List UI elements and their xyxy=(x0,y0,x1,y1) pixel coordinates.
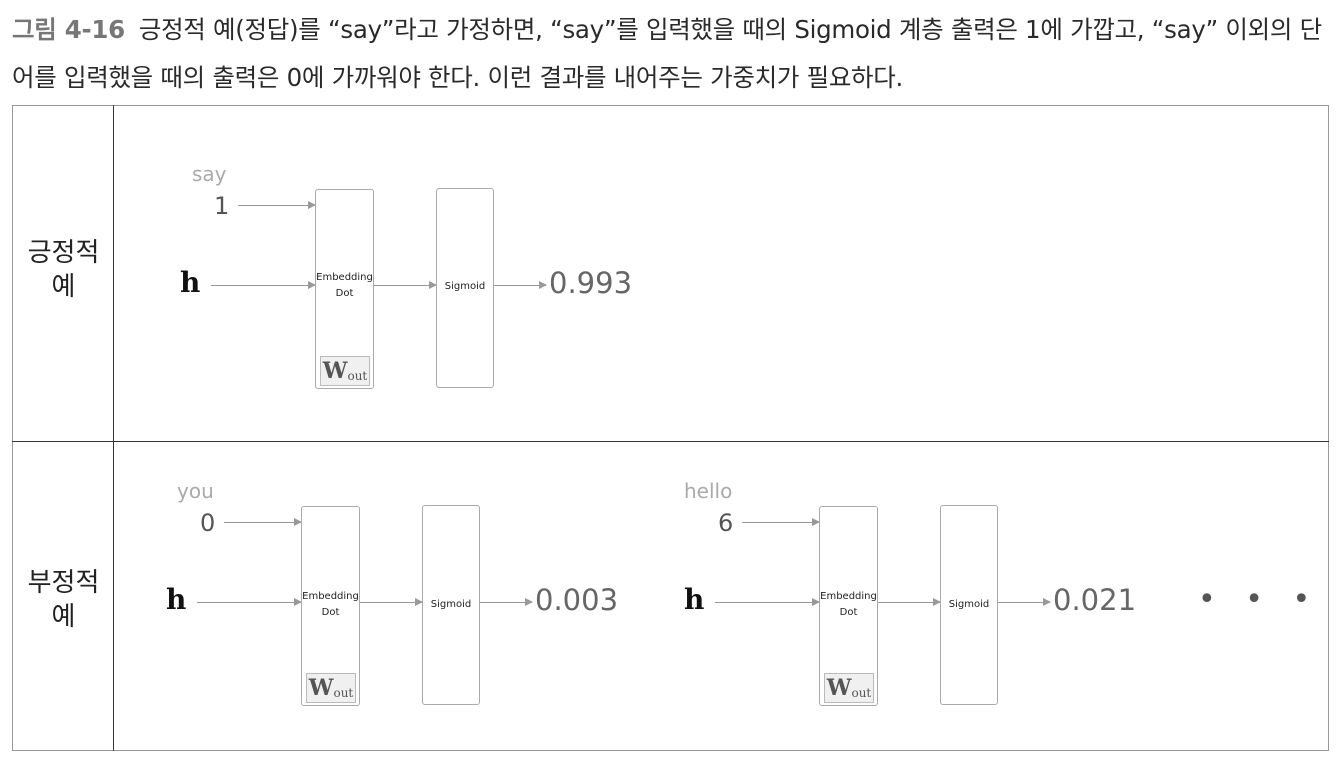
weight-main: W xyxy=(322,358,348,384)
sigmoid-box: Sigmoid xyxy=(422,505,480,705)
sigmoid-box: Sigmoid xyxy=(940,505,998,705)
embedding-dot-box: Embedding Dot Wout xyxy=(819,506,878,706)
input-index: 0 xyxy=(200,509,216,537)
embedding-label: Embedding xyxy=(820,591,877,602)
input-word: hello xyxy=(684,479,733,503)
embedding-label: Embedding xyxy=(302,591,359,602)
dot-label: Dot xyxy=(321,607,340,618)
hidden-vector-h: h xyxy=(166,583,187,616)
sigmoid-output-value: 0.021 xyxy=(1053,583,1137,617)
weight-w-out: Wout xyxy=(824,673,874,703)
sigmoid-label: Sigmoid xyxy=(444,281,486,292)
hidden-vector-h: h xyxy=(180,266,201,299)
figure-number: 그림 4-16 xyxy=(12,15,125,44)
h-arrow xyxy=(715,598,820,606)
weight-w-out: Wout xyxy=(320,356,370,386)
row-label-positive-line1: 긍정적 예 xyxy=(27,238,100,302)
index-arrow xyxy=(742,518,820,526)
embedding-dot-box: Embedding Dot Wout xyxy=(301,506,360,706)
sigmoid-label: Sigmoid xyxy=(430,599,472,610)
dot-to-sigmoid-arrow xyxy=(878,598,941,606)
sigmoid-label: Sigmoid xyxy=(948,599,990,610)
sigmoid-output-arrow xyxy=(480,598,533,606)
h-arrow xyxy=(197,598,302,606)
h-arrow xyxy=(211,281,316,289)
dot-to-sigmoid-arrow xyxy=(374,281,437,289)
weight-sub: out xyxy=(333,686,354,700)
input-index: 1 xyxy=(214,192,230,220)
weight-w-out: Wout xyxy=(306,673,356,703)
ellipsis-more-examples: • • • xyxy=(1198,582,1321,617)
sigmoid-output-arrow xyxy=(494,281,547,289)
row-divider xyxy=(12,441,1329,442)
dot-label: Dot xyxy=(839,607,858,618)
row-label-negative-line1: 부정적 예 xyxy=(27,568,100,632)
embedding-dot-box: Embedding Dot Wout xyxy=(315,189,374,389)
weight-main: W xyxy=(826,675,852,701)
input-index: 6 xyxy=(718,509,734,537)
row-label-positive: 긍정적 예 xyxy=(14,236,113,304)
sigmoid-output-value: 0.993 xyxy=(549,266,633,300)
sigmoid-output-arrow xyxy=(998,598,1051,606)
dot-label: Dot xyxy=(335,288,354,299)
weight-sub: out xyxy=(851,686,872,700)
dot-to-sigmoid-arrow xyxy=(360,598,423,606)
label-column-divider xyxy=(113,105,114,751)
input-word: say xyxy=(192,162,227,186)
weight-main: W xyxy=(308,675,334,701)
caption-text: 긍정적 예(정답)를 “say”라고 가정하면, “say”를 입력했을 때의 … xyxy=(12,15,1322,92)
input-word: you xyxy=(177,479,214,503)
index-arrow xyxy=(238,201,316,209)
sigmoid-box: Sigmoid xyxy=(436,188,494,388)
hidden-vector-h: h xyxy=(684,583,705,616)
diagram-frame xyxy=(12,105,1329,751)
embedding-label: Embedding xyxy=(316,272,373,283)
row-label-negative: 부정적 예 xyxy=(14,566,113,634)
sigmoid-output-value: 0.003 xyxy=(535,583,619,617)
index-arrow xyxy=(224,518,302,526)
weight-sub: out xyxy=(347,369,368,383)
